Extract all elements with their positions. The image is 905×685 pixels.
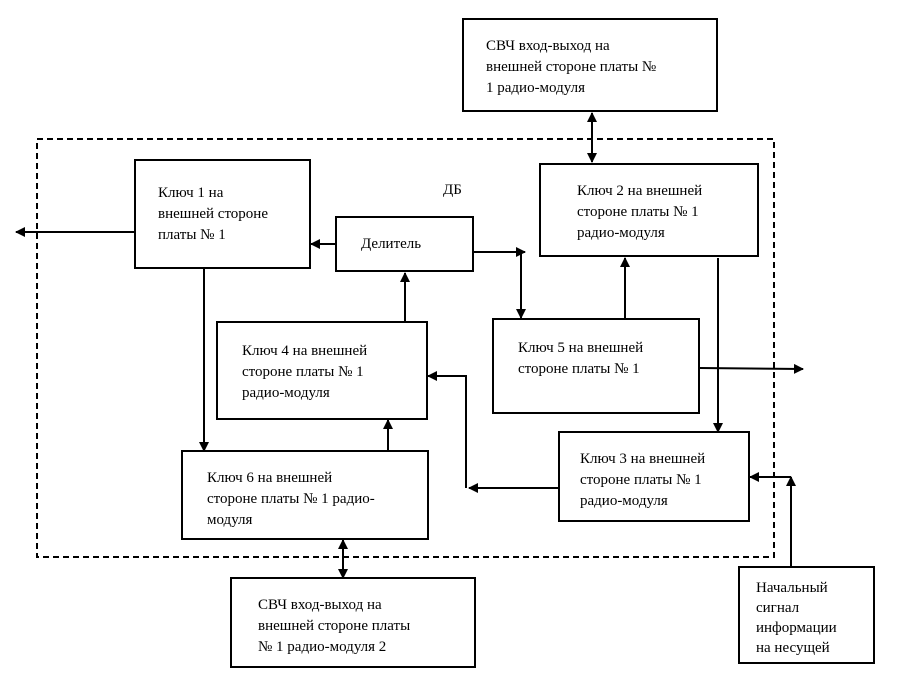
svch-io-top-line-3: 1 радио-модуля bbox=[486, 80, 585, 96]
key2-line-3: радио-модуля bbox=[577, 225, 665, 241]
key4-line-1: Ключ 4 на внешней bbox=[242, 343, 368, 359]
key1-block: Ключ 1 на внешней стороне платы № 1 bbox=[134, 159, 311, 269]
svch-io-top-block: СВЧ вход-выход на внешней стороне платы … bbox=[462, 18, 718, 112]
key3-line-2: стороне платы № 1 bbox=[580, 472, 702, 488]
svch-io-bottom-line-1: СВЧ вход-выход на bbox=[258, 597, 382, 613]
link-key3-key4 bbox=[427, 371, 467, 488]
svch-io-top-line-1: СВЧ вход-выход на bbox=[486, 38, 610, 54]
link-divider-key5 bbox=[474, 251, 526, 319]
svch-io-top-line-2: внешней стороне платы № bbox=[486, 59, 657, 75]
svch-io-bottom-line-3: № 1 радио-модуля 2 bbox=[258, 639, 387, 655]
key4-line-2: стороне платы № 1 bbox=[242, 364, 364, 380]
key5-line-2: стороне платы № 1 bbox=[518, 361, 640, 377]
key6-line-2: стороне платы № 1 радио- bbox=[207, 491, 375, 507]
key3-line-3: радио-модуля bbox=[580, 493, 668, 509]
key5-line-1: Ключ 5 на внешней bbox=[518, 340, 644, 356]
key2-line-1: Ключ 2 на внешней bbox=[577, 183, 703, 199]
key5-block: Ключ 5 на внешней стороне платы № 1 bbox=[492, 318, 700, 414]
key2-line-2: стороне платы № 1 bbox=[577, 204, 699, 220]
key6-block: Ключ 6 на внешней стороне платы № 1 ради… bbox=[181, 450, 429, 540]
key4-line-3: радио-модуля bbox=[242, 385, 330, 401]
divider-block: Делитель bbox=[335, 216, 474, 272]
db-region-border bbox=[36, 138, 775, 558]
key1-line-2: внешней стороне bbox=[158, 206, 268, 222]
key6-line-3: модуля bbox=[207, 512, 253, 528]
key6-line-1: Ключ 6 на внешней bbox=[207, 470, 333, 486]
svch-io-bottom-block: СВЧ вход-выход на внешней стороне платы … bbox=[230, 577, 476, 668]
initial-signal-line-1: Начальный bbox=[756, 580, 828, 596]
key3-line-1: Ключ 3 на внешней bbox=[580, 451, 706, 467]
key4-block: Ключ 4 на внешней стороне платы № 1 ради… bbox=[216, 321, 428, 420]
db-label: ДБ bbox=[443, 182, 462, 198]
initial-signal-line-3: информации bbox=[756, 620, 837, 636]
initial-signal-line-4: на несущей bbox=[756, 640, 830, 656]
key1-line-3: платы № 1 bbox=[158, 227, 226, 243]
link-key5-output bbox=[699, 363, 804, 374]
key1-line-1: Ключ 1 на bbox=[158, 185, 224, 201]
initial-signal-block: Начальный сигнал информации на несущей bbox=[738, 566, 875, 664]
key3-block: Ключ 3 на внешней стороне платы № 1 ради… bbox=[558, 431, 750, 522]
svch-io-bottom-line-2: внешней стороне платы bbox=[258, 618, 411, 634]
initial-signal-line-2: сигнал bbox=[756, 600, 800, 616]
divider-label: Делитель bbox=[361, 236, 422, 252]
key2-block: Ключ 2 на внешней стороне платы № 1 ради… bbox=[539, 163, 759, 257]
